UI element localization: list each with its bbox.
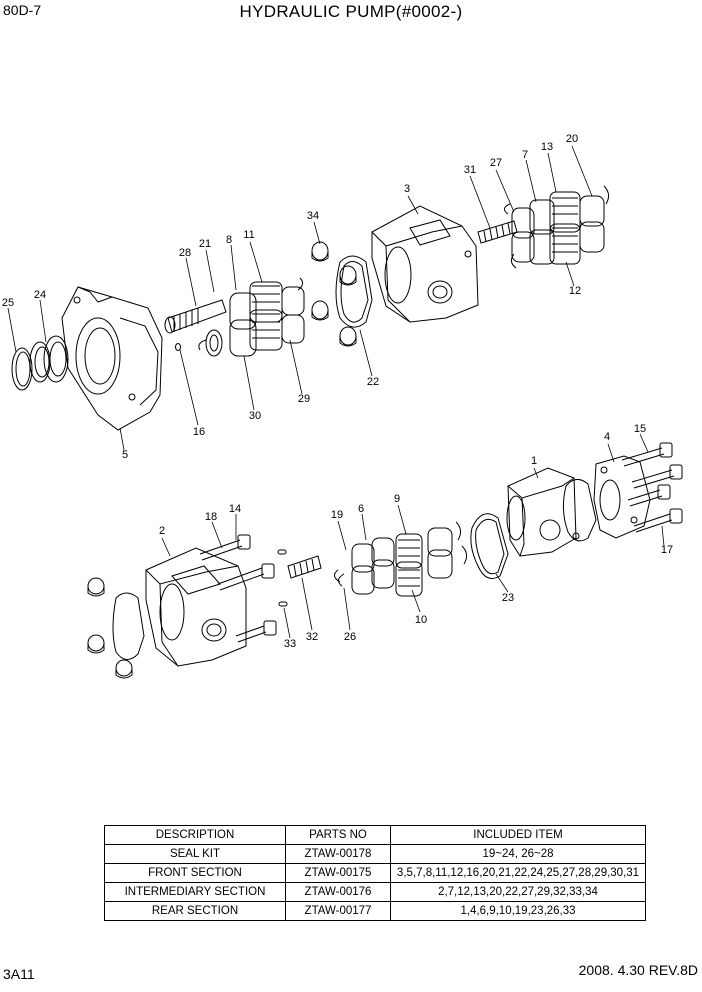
bushing-lower-drawing — [87, 577, 133, 679]
row-description: REAR SECTION — [104, 901, 286, 921]
row-included-item: 1,4,6,9,10,19,23,26,33 — [390, 901, 646, 921]
table-row: INTERMEDIARY SECTION ZTAW-00176 2,7,12,1… — [104, 882, 646, 902]
callout-21: 21 — [199, 238, 211, 250]
table-header-row: DESCRIPTION PARTS NO INCLUDED ITEM — [104, 825, 646, 845]
callout-14: 14 — [229, 503, 241, 515]
callout-10: 10 — [415, 614, 427, 626]
callout-29: 29 — [298, 393, 310, 405]
callout-labels: 1 2 3 4 5 6 7 8 9 10 11 12 13 14 15 16 1… — [2, 133, 673, 650]
callout-22: 22 — [367, 376, 379, 388]
bushing-drawing — [311, 241, 357, 347]
callout-32: 32 — [306, 631, 318, 643]
drive-shaft-drawing — [164, 299, 227, 351]
page-number: 3A11 — [3, 966, 35, 982]
model-label: 80D-7 — [3, 2, 42, 18]
page-title: HYDRAULIC PUMP(#0002-) — [239, 2, 463, 21]
table-row: REAR SECTION ZTAW-00177 1,4,6,9,10,19,23… — [104, 901, 646, 921]
bolts-lower-drawing — [199, 534, 277, 643]
row-description: INTERMEDIARY SECTION — [104, 882, 286, 902]
coupling-shaft-drawing — [477, 220, 518, 244]
row-parts-no: ZTAW-00176 — [285, 882, 391, 902]
table-row: FRONT SECTION ZTAW-00175 3,5,7,8,11,12,1… — [104, 863, 646, 883]
callout-13: 13 — [541, 141, 553, 153]
callout-16: 16 — [193, 426, 205, 438]
front-body-drawing — [371, 205, 479, 323]
row-description: FRONT SECTION — [104, 863, 286, 883]
row-description: SEAL KIT — [104, 844, 286, 864]
parts-table: DESCRIPTION PARTS NO INCLUDED ITEM SEAL … — [104, 825, 646, 921]
callout-7: 7 — [522, 149, 528, 161]
gear-set-front-drawing — [198, 277, 305, 357]
callout-28: 28 — [179, 247, 191, 259]
callout-24: 24 — [34, 289, 46, 301]
callout-18: 18 — [205, 511, 217, 523]
row-included-item: 3,5,7,8,11,12,16,20,21,22,24,25,27,28,29… — [390, 863, 646, 883]
callout-17: 17 — [661, 544, 673, 556]
callout-33: 33 — [284, 638, 296, 650]
header-parts-no: PARTS NO — [285, 825, 391, 845]
callout-2: 2 — [159, 525, 165, 537]
callout-20: 20 — [566, 133, 578, 145]
gear-set-intermediate-drawing — [334, 521, 468, 597]
callout-4: 4 — [604, 431, 610, 443]
header-included-item: INCLUDED ITEM — [390, 825, 646, 845]
row-parts-no: ZTAW-00178 — [285, 844, 391, 864]
revision-date: 2008. 4.30 REV.8D — [578, 962, 698, 978]
callout-12: 12 — [569, 285, 581, 297]
row-parts-no: ZTAW-00177 — [285, 901, 391, 921]
header-description: DESCRIPTION — [104, 825, 286, 845]
callout-1: 1 — [531, 455, 537, 467]
row-included-item: 2,7,12,13,20,22,27,29,32,33,34 — [390, 882, 646, 902]
oil-seal-drawing — [29, 335, 69, 383]
gasket-drawing — [335, 255, 373, 328]
rear-gasket-drawing — [470, 513, 509, 579]
row-parts-no: ZTAW-00175 — [285, 863, 391, 883]
rear-bolts-drawing — [621, 442, 683, 533]
gasket-lower-drawing — [112, 592, 145, 660]
callout-34: 34 — [307, 210, 319, 222]
callout-19: 19 — [331, 509, 343, 521]
callout-25: 25 — [2, 297, 14, 309]
row-included-item: 19~24, 26~28 — [390, 844, 646, 864]
callout-9: 9 — [394, 493, 400, 505]
leader-lines — [7, 145, 665, 639]
rear-body-drawing — [506, 467, 580, 557]
gear-set-rear-drawing — [504, 185, 610, 269]
callout-3: 3 — [404, 183, 410, 195]
callout-31: 31 — [464, 164, 476, 176]
callout-8: 8 — [226, 234, 232, 246]
front-cover-drawing — [61, 286, 163, 431]
table-row: SEAL KIT ZTAW-00178 19~24, 26~28 — [104, 844, 646, 864]
callout-27: 27 — [490, 157, 502, 169]
callout-6: 6 — [358, 503, 364, 515]
callout-26: 26 — [344, 631, 356, 643]
callout-30: 30 — [249, 410, 261, 422]
callout-15: 15 — [634, 423, 646, 435]
rear-cover-drawing — [562, 455, 651, 542]
snap-ring-drawing — [11, 347, 33, 391]
callout-11: 11 — [243, 229, 254, 241]
short-shaft-drawing — [277, 549, 322, 607]
intermediate-body-drawing — [145, 547, 247, 667]
callout-5: 5 — [122, 449, 128, 461]
callout-23: 23 — [502, 592, 514, 604]
